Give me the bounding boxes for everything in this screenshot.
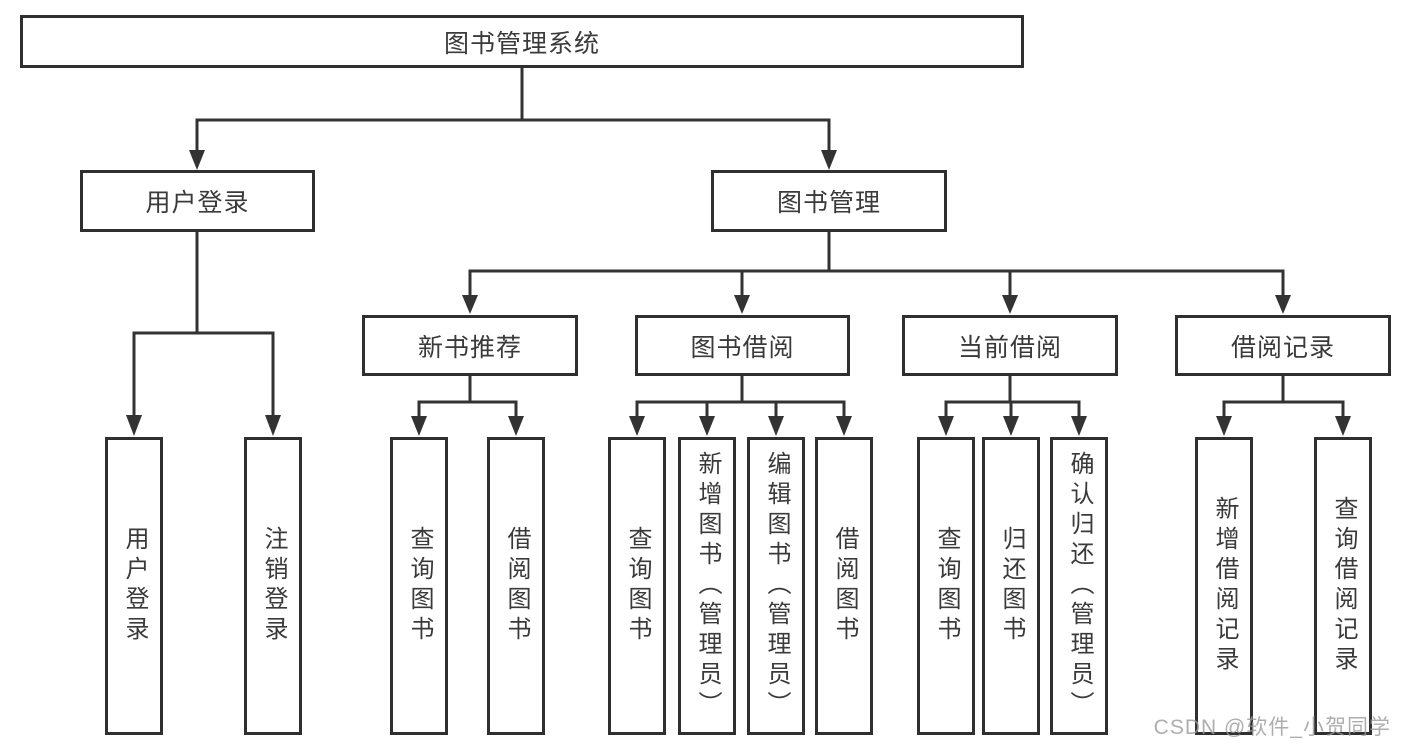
leaf-cb-confirm-return-admin: 确认归还（管理员） bbox=[1050, 437, 1108, 735]
node-new-book-recommend: 新书推荐 bbox=[362, 315, 578, 376]
leaf-cb-return-books-label: 归还图书 bbox=[998, 526, 1025, 646]
leaf-cb-query-books: 查询图书 bbox=[917, 437, 975, 735]
node-borrow-records-label: 借阅记录 bbox=[1230, 333, 1335, 362]
leaf-bb-borrow-books: 借阅图书 bbox=[815, 437, 873, 735]
leaf-br-add-record: 新增借阅记录 bbox=[1195, 437, 1253, 735]
leaf-user-login: 用户登录 bbox=[105, 437, 163, 735]
leaf-bb-borrow-books-label: 借阅图书 bbox=[831, 526, 858, 646]
leaf-nb-query-books: 查询图书 bbox=[390, 437, 448, 735]
leaf-bb-edit-book-admin-label: 编辑图书（管理员） bbox=[763, 451, 790, 721]
node-root: 图书管理系统 bbox=[20, 15, 1024, 68]
leaf-cb-query-books-label: 查询图书 bbox=[933, 526, 960, 646]
leaf-nb-borrow-books-label: 借阅图书 bbox=[503, 526, 530, 646]
node-book-management: 图书管理 bbox=[711, 170, 947, 232]
leaf-cb-confirm-return-admin-label: 确认归还（管理员） bbox=[1066, 451, 1093, 721]
leaf-logout: 注销登录 bbox=[244, 437, 302, 735]
node-current-borrow: 当前借阅 bbox=[902, 315, 1118, 376]
leaf-br-add-record-label: 新增借阅记录 bbox=[1211, 496, 1238, 676]
node-book-borrow-label: 图书借阅 bbox=[690, 333, 795, 362]
node-book-borrow: 图书借阅 bbox=[635, 315, 850, 376]
watermark: CSDN @软件_小贺同学 bbox=[1153, 716, 1391, 739]
leaf-br-query-record: 查询借阅记录 bbox=[1314, 437, 1372, 735]
node-book-management-label: 图书管理 bbox=[776, 189, 881, 217]
leaf-bb-query-books: 查询图书 bbox=[608, 437, 666, 735]
leaf-bb-add-book-admin: 新增图书（管理员） bbox=[678, 437, 736, 735]
leaf-nb-query-books-label: 查询图书 bbox=[406, 526, 433, 646]
leaf-bb-edit-book-admin: 编辑图书（管理员） bbox=[747, 437, 805, 735]
node-user-login: 用户登录 bbox=[80, 170, 315, 232]
leaf-logout-label: 注销登录 bbox=[260, 526, 287, 646]
leaf-bb-add-book-admin-label: 新增图书（管理员） bbox=[694, 451, 721, 721]
arrowheads bbox=[126, 150, 1351, 436]
leaf-nb-borrow-books: 借阅图书 bbox=[487, 437, 545, 735]
leaf-user-login-label: 用户登录 bbox=[121, 526, 148, 646]
leaf-cb-return-books: 归还图书 bbox=[982, 437, 1040, 735]
node-borrow-records: 借阅记录 bbox=[1175, 315, 1391, 376]
node-new-book-recommend-label: 新书推荐 bbox=[417, 333, 522, 362]
leaf-bb-query-books-label: 查询图书 bbox=[624, 526, 651, 646]
node-current-borrow-label: 当前借阅 bbox=[957, 333, 1062, 362]
node-user-login-label: 用户登录 bbox=[145, 189, 250, 217]
node-root-label: 图书管理系统 bbox=[443, 29, 600, 58]
leaf-br-query-record-label: 查询借阅记录 bbox=[1330, 496, 1357, 676]
